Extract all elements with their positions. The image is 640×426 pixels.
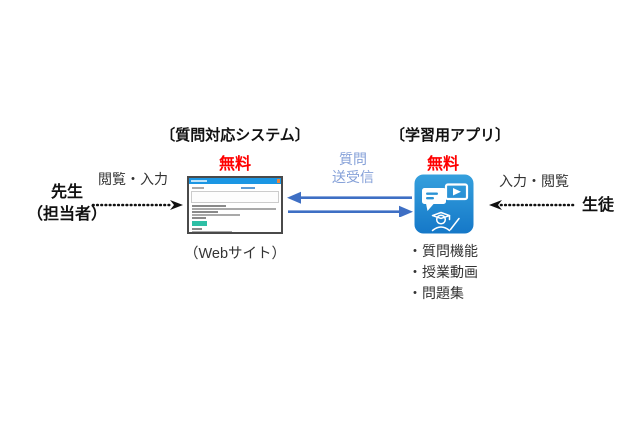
thumbnail-text-line xyxy=(192,228,202,230)
dotted-arrow-left-icon xyxy=(489,200,577,210)
thumbnail-close-icon xyxy=(277,179,280,183)
teacher-label: 先生 （担当者） xyxy=(14,182,120,225)
teacher-label-line1: 先生 xyxy=(50,184,83,201)
thumbnail-submit-button xyxy=(192,221,207,226)
left-system-title: 〔質問対応システム〕 xyxy=(160,127,310,144)
app-feature-item: ・授業動画 xyxy=(408,264,478,280)
thumbnail-text-line xyxy=(192,211,218,213)
thumbnail-text-line xyxy=(192,214,240,216)
website-thumbnail xyxy=(187,176,283,234)
exchange-label-line1: 質問 xyxy=(339,151,367,167)
left-system-price: 無料 xyxy=(218,156,251,173)
app-features-list: ・質問機能 ・授業動画 ・問題集 xyxy=(408,241,518,304)
learning-app-icon xyxy=(414,174,474,234)
teacher-label-line2: （担当者） xyxy=(26,205,107,223)
student-action-label: 入力・閲覧 xyxy=(499,173,569,189)
right-system-price: 無料 xyxy=(426,156,459,173)
app-feature-item: ・問題集 xyxy=(408,285,464,301)
exchange-label-line2: 送受信 xyxy=(332,169,374,186)
thumbnail-titlebar-label xyxy=(191,179,207,182)
app-feature-item: ・質問機能 xyxy=(408,243,478,259)
thumbnail-form-box xyxy=(191,191,279,203)
dotted-arrow-right-icon xyxy=(91,200,183,210)
thumbnail-text-line xyxy=(192,230,232,232)
exchange-label: 質問 送受信 xyxy=(318,150,388,186)
right-system-title: 〔学習用アプリ〕 xyxy=(390,127,511,144)
thumbnail-text-line xyxy=(192,217,206,219)
thumbnail-text-line xyxy=(192,187,204,189)
thumbnail-text-line xyxy=(192,205,226,207)
thumbnail-link-line xyxy=(241,187,255,189)
teacher-action-label: 閲覧・入力 xyxy=(98,171,168,187)
thumbnail-text-line xyxy=(192,208,276,210)
student-label: 生徒 xyxy=(581,197,614,214)
thumbnail-titlebar xyxy=(189,178,281,184)
website-caption: （Webサイト） xyxy=(183,246,287,262)
bidirectional-arrows-icon xyxy=(287,191,413,217)
thumbnail-body xyxy=(189,184,281,232)
